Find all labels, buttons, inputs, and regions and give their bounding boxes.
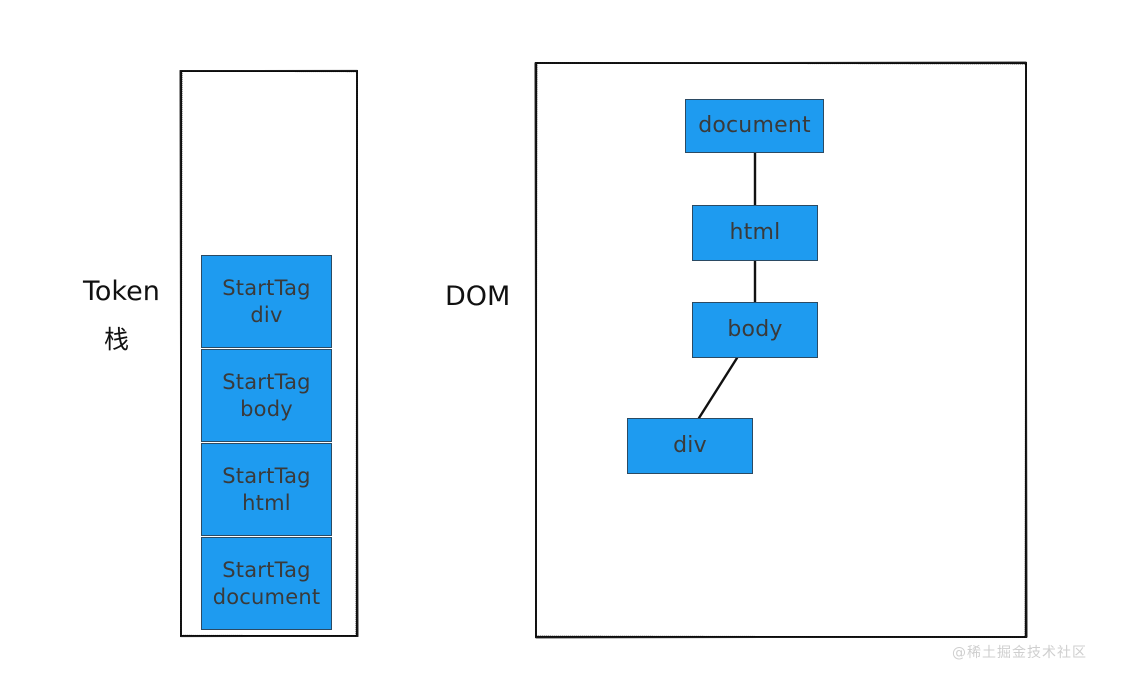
token-item-starttag-html[interactable]: StartTag html xyxy=(201,443,332,536)
stack-label-cn: 栈 xyxy=(104,325,130,354)
token-item-line1: StartTag xyxy=(222,557,311,582)
watermark: @稀土掘金技术社区 xyxy=(952,645,1087,661)
token-item-line2: div xyxy=(250,302,283,327)
token-stack-frame xyxy=(180,70,358,637)
token-label: Token xyxy=(83,276,160,307)
token-item-line1: StartTag xyxy=(222,463,311,488)
token-item-starttag-body[interactable]: StartTag body xyxy=(201,349,332,442)
dom-node-document[interactable]: document xyxy=(685,99,824,153)
token-item-starttag-document[interactable]: StartTag document xyxy=(201,537,332,630)
dom-label: DOM xyxy=(445,281,511,312)
token-item-starttag-div[interactable]: StartTag div xyxy=(201,255,332,348)
token-item-line2: html xyxy=(242,490,291,515)
token-item-line2: document xyxy=(212,584,321,609)
dom-node-div[interactable]: div xyxy=(627,418,753,474)
dom-node-body[interactable]: body xyxy=(692,302,818,358)
token-item-line1: StartTag xyxy=(222,275,311,300)
dom-node-html[interactable]: html xyxy=(692,205,818,261)
token-item-line1: StartTag xyxy=(222,369,311,394)
token-item-line2: body xyxy=(240,396,293,421)
dom-tree-frame xyxy=(535,62,1027,638)
